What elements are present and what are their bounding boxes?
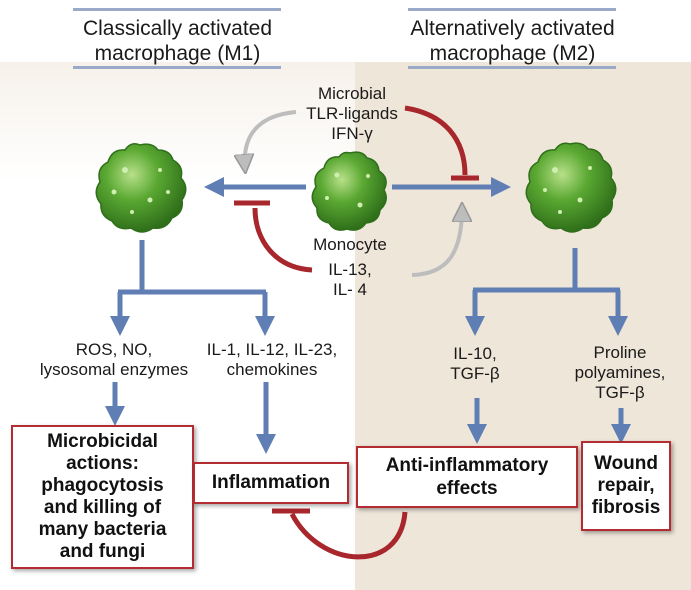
m2-signals-inhibit-m1-line [234, 200, 313, 273]
microbicidal-actions-text: Microbicidal actions: phagocytosis and k… [38, 431, 167, 562]
m1-stimuli-label: Microbial TLR-ligands IFN-γ [306, 84, 398, 143]
inflammation-text: Inflammation [211, 472, 331, 493]
m1-signals-inhibit-m2-line [404, 105, 479, 181]
m2-header-top-rule [408, 8, 616, 11]
m2-right-products-label: Proline polyamines, TGF-β [574, 343, 666, 402]
m1-branch-arrows [105, 240, 276, 454]
microbicidal-actions-box: Microbicidal actions: phagocytosis and k… [11, 425, 194, 569]
wound-repair-box: Wound repair, fibrosis [581, 441, 671, 531]
inflammation-box: Inflammation [193, 462, 349, 504]
anti-inflammatory-inhibits-inflammation-line [272, 508, 408, 560]
m1-macrophage-cell [95, 143, 187, 233]
wound-repair-text: Wound repair, fibrosis [591, 453, 661, 518]
m1-left-products-label: ROS, NO, lysosomal enzymes [39, 340, 189, 379]
m2-header: Alternatively activated macrophage (M2) [410, 17, 615, 65]
monocyte-cell [311, 151, 387, 231]
m2-stimuli-label: IL-13, IL- 4 [328, 260, 372, 299]
anti-inflammatory-box: Anti-inflammatory effects [356, 446, 578, 508]
m1-stimulation-arrow [245, 110, 297, 168]
anti-inflammatory-text: Anti-inflammatory effects [385, 455, 549, 499]
m2-macrophage-cell [525, 142, 617, 233]
m1-right-products-label: IL-1, IL-12, IL-23, chemokines [206, 340, 338, 379]
m2-branch-arrows [465, 248, 631, 444]
m1-header: Classically activated macrophage (M1) [82, 17, 273, 65]
monocyte-label: Monocyte [313, 235, 387, 254]
m2-header-bottom-rule [408, 66, 616, 69]
m1-header-top-rule [73, 8, 281, 11]
m1-header-bottom-rule [73, 66, 281, 69]
m2-stimulation-arrow [411, 208, 462, 277]
m2-left-products-label: IL-10, TGF-β [450, 344, 500, 383]
